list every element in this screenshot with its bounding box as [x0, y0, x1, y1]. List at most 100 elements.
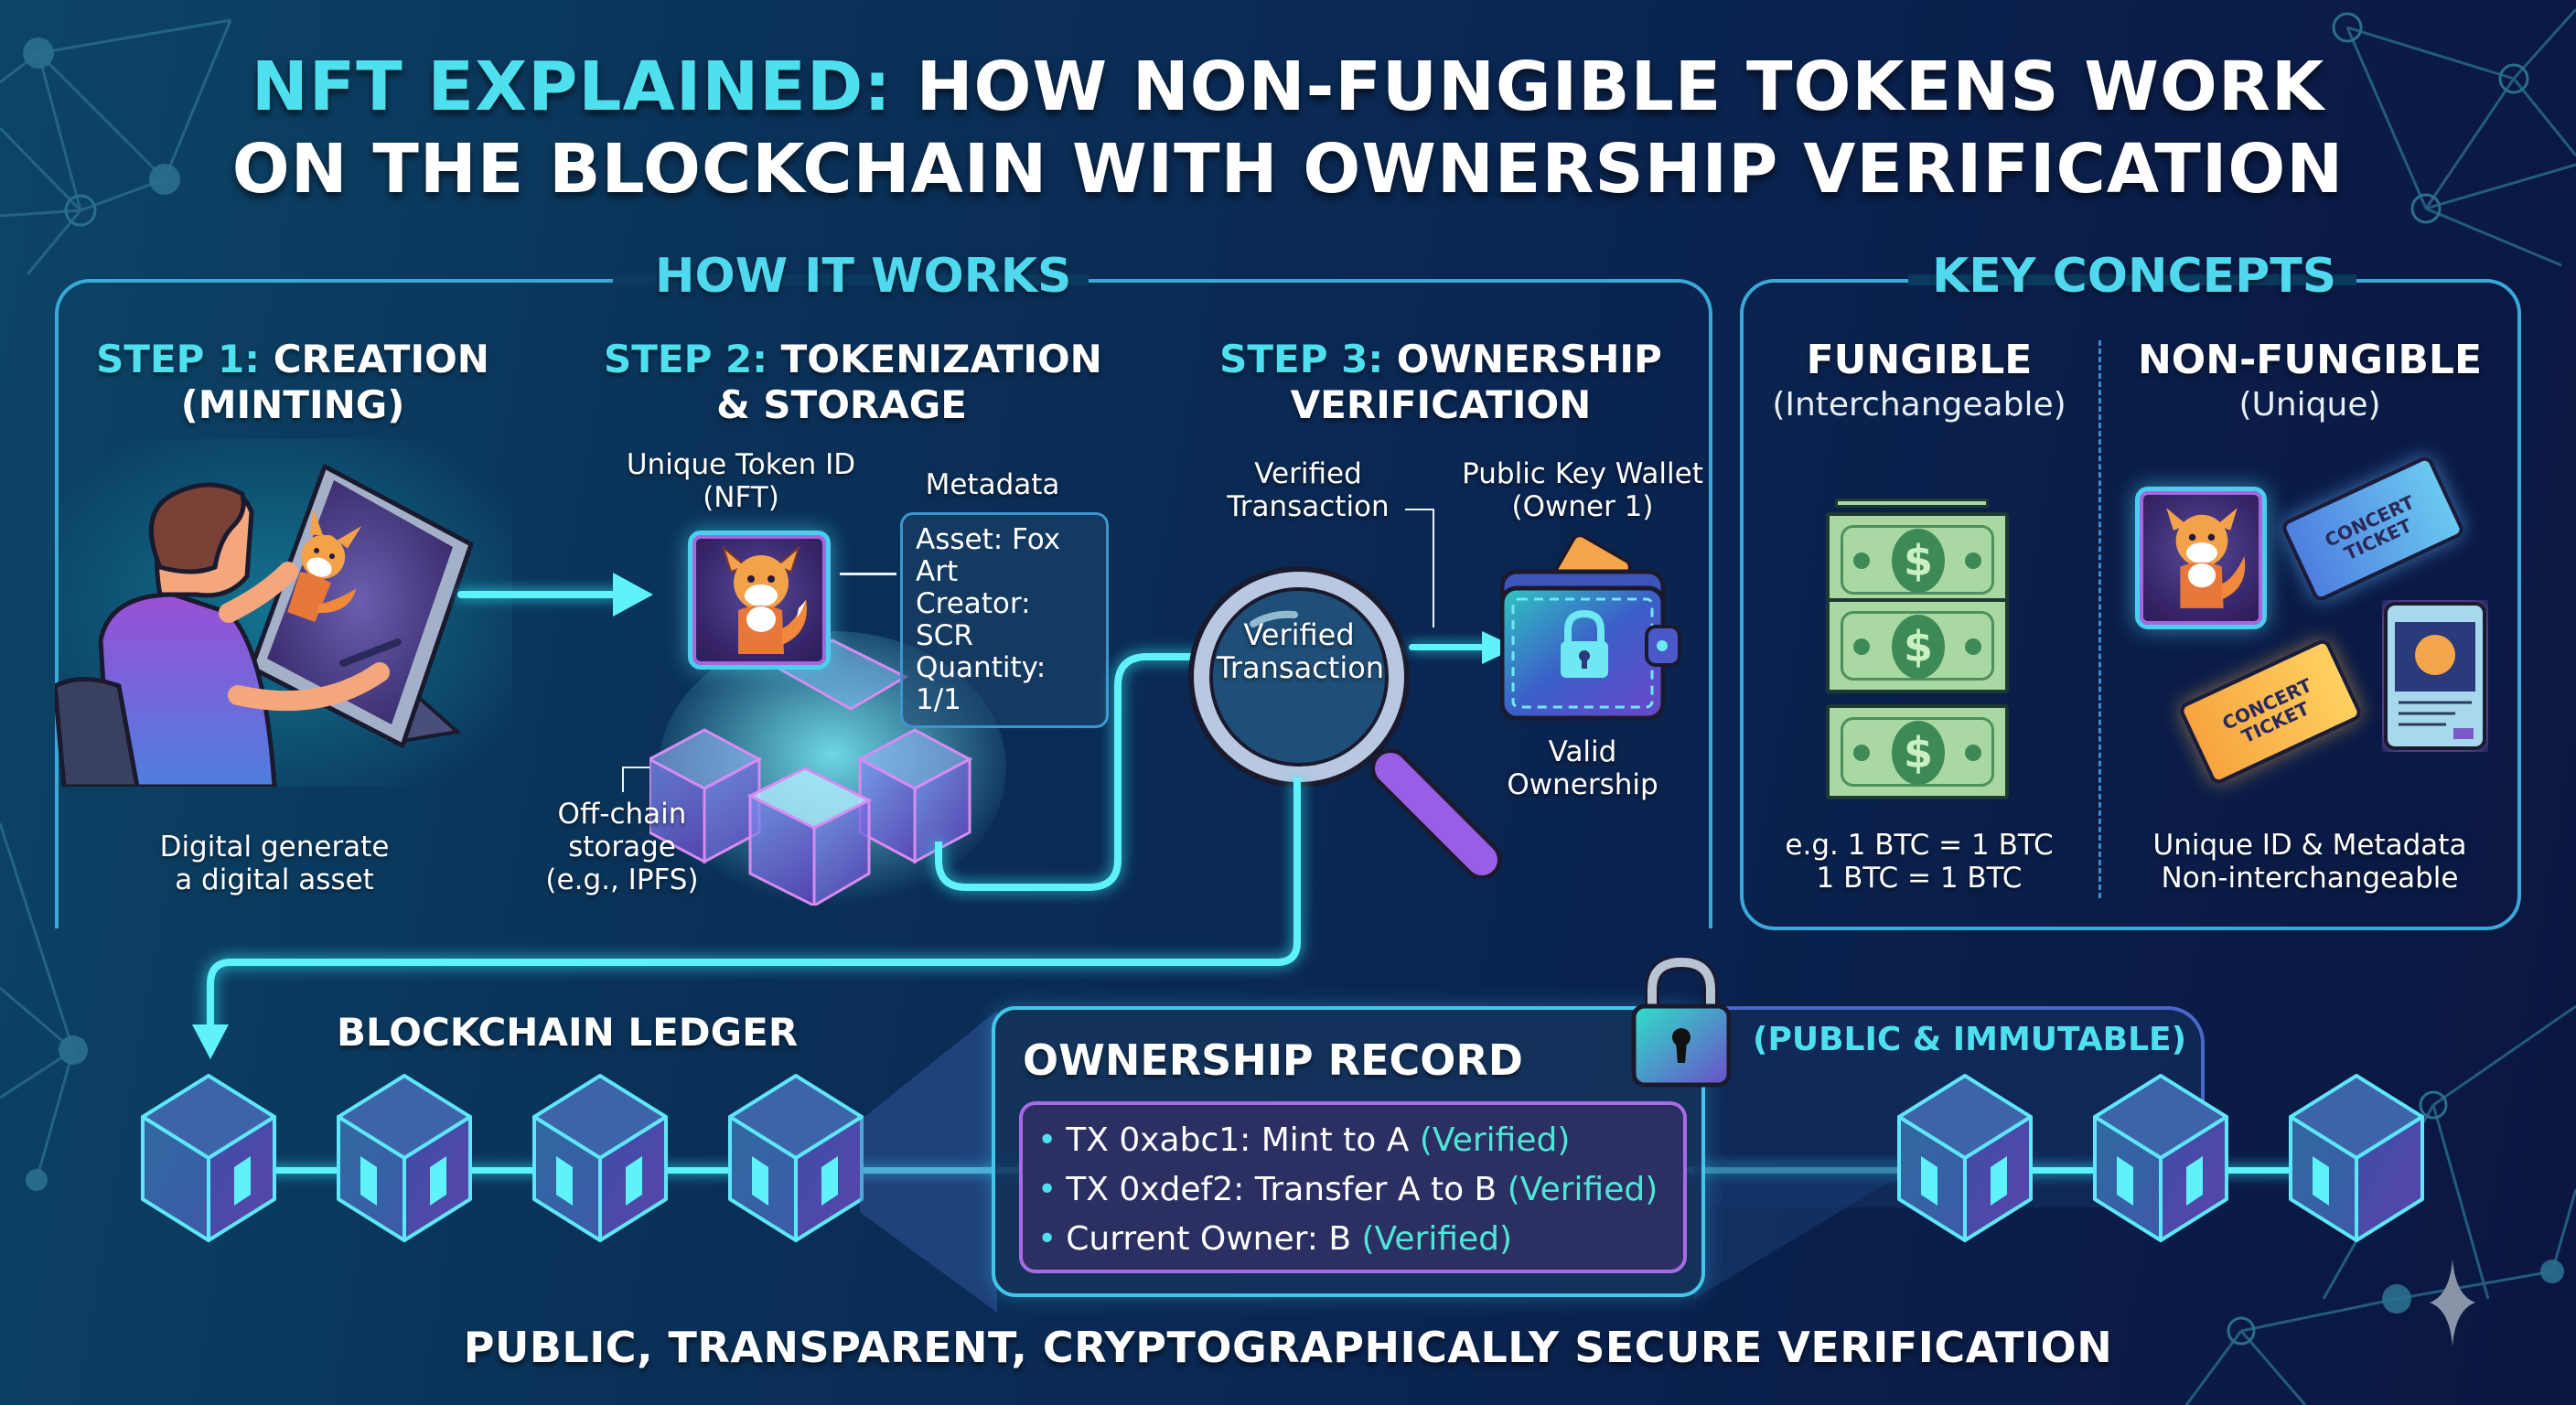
flow-connector-3: [1409, 644, 1491, 650]
artist-drawing-on-tablet-icon: [55, 439, 512, 787]
record-row: •Current Owner: B (Verified): [1023, 1215, 1683, 1264]
dollar-bill-icon: $: [1826, 512, 2009, 607]
fungible-example-line-1: e.g. 1 BTC = 1 BTC: [1785, 829, 2054, 862]
step-3-prefix: STEP 3:: [1219, 337, 1384, 381]
storage-line-2: storage: [568, 831, 676, 863]
step-3-title-line-2: VERIFICATION: [1290, 382, 1592, 427]
non-fungible-caption: Unique ID & Metadata Non-interchangeable: [2113, 829, 2506, 895]
arrow-right-icon-2: [1482, 631, 1517, 664]
valid-line-2: Ownership: [1507, 768, 1658, 801]
storage-line-1: Off-chain: [557, 798, 687, 831]
dollar-sign: $: [1892, 615, 1945, 679]
verified-transaction-label: Verified Transaction: [1198, 457, 1418, 523]
non-fungible-caption-line-1: Unique ID & Metadata: [2152, 829, 2467, 862]
record-row: •TX 0xdef2: Transfer A to B (Verified): [1023, 1165, 1683, 1215]
title-highlight: NFT EXPLAINED:: [251, 48, 892, 126]
title-rest: HOW NON-FUNGIBLE TOKENS WORK: [891, 48, 2325, 126]
ownership-record-title: OWNERSHIP RECORD: [1023, 1035, 1523, 1085]
flow-connector-1: [457, 591, 622, 598]
heading-gap: [613, 274, 1089, 285]
concepts-divider: [2098, 340, 2101, 898]
storage-connector-v: [622, 767, 624, 792]
bill-border: [1841, 611, 1994, 681]
dollar-sign: $: [1892, 721, 1945, 785]
heading-gap-2: [1908, 274, 2356, 285]
record-text: Current Owner: B: [1066, 1220, 1352, 1258]
step-1-title: STEP 1: CREATION (MINTING): [91, 337, 494, 428]
step-2-title-line-2: & STORAGE: [716, 382, 967, 427]
blockchain-blocks-right: [1897, 1074, 2424, 1242]
tx-connector-v: [1433, 509, 1434, 627]
fox-nft-card: [2135, 487, 2267, 629]
fungible-example-line-2: 1 BTC = 1 BTC: [1816, 862, 2023, 895]
fox-icon: [2166, 508, 2246, 608]
bill-dot-left: [1853, 745, 1870, 761]
zoom-projection-right: [1694, 1162, 1923, 1299]
tx-label-line-1: Verified: [1254, 457, 1362, 490]
fox-icon: [722, 545, 807, 654]
verified-status: (Verified): [1507, 1171, 1658, 1208]
bill-dot-right: [1965, 552, 1981, 569]
footer-tagline: PUBLIC, TRANSPARENT, CRYPTOGRAPHICALLY S…: [463, 1323, 2113, 1372]
fungible-title: FUNGIBLE: [1806, 337, 2033, 383]
blockchain-blocks-left: [141, 1074, 864, 1242]
storage-connector-h: [622, 767, 649, 768]
bill-border: [1841, 717, 1994, 787]
key-concepts-heading: KEY CONCEPTS: [1932, 249, 2337, 304]
bullet-icon: •: [1037, 1171, 1057, 1208]
bill-stack-edge: [1835, 499, 1989, 508]
dollar-sign: $: [1892, 529, 1945, 593]
padlock-icon: [1631, 957, 1732, 1088]
verified-status: (Verified): [1419, 1121, 1571, 1159]
bullet-icon: •: [1037, 1121, 1057, 1159]
valid-line-1: Valid: [1548, 735, 1617, 768]
locked-wallet-icon: [1500, 535, 1681, 721]
lens-text: Verified Transaction: [1217, 617, 1384, 684]
bill-dot-right: [1965, 745, 1981, 761]
nft-token-card: [688, 531, 831, 670]
step-2-title-line-1: TOKENIZATION: [767, 337, 1102, 381]
step-1-caption: Digital generate a digital asset: [119, 831, 430, 896]
how-it-works-heading: HOW IT WORKS: [655, 249, 1072, 304]
bill-border: [1841, 525, 1994, 595]
bill-dot-left: [1853, 638, 1870, 655]
arrow-right-icon: [613, 573, 653, 617]
token-id-label: Unique Token ID (NFT): [622, 448, 860, 514]
wallet-label: Public Key Wallet (Owner 1): [1445, 457, 1720, 523]
storage-line-3: (e.g., IPFS): [545, 863, 699, 896]
non-fungible-subtitle: (Unique): [2238, 386, 2381, 424]
wallet-label-line-2: (Owner 1): [1511, 490, 1654, 523]
lens-text-line-1: Verified: [1243, 617, 1355, 652]
metadata-quantity: Quantity: 1/1: [916, 651, 1046, 716]
metadata-asset: Asset: Fox Art: [916, 523, 1061, 588]
zoom-projection: [860, 1011, 997, 1313]
ownership-record-list: •TX 0xabc1: Mint to A (Verified) •TX 0xd…: [1019, 1101, 1687, 1273]
token-id-label-line-2: (NFT): [703, 481, 779, 514]
step-2-prefix: STEP 2:: [604, 337, 768, 381]
flow-connector-to-ledger: [192, 778, 1301, 1059]
step-1-caption-line-2: a digital asset: [175, 863, 374, 896]
metadata-creator: Creator: SCR: [916, 587, 1031, 652]
step-1-title-line-1: CREATION: [260, 337, 489, 381]
tx-label-line-2: Transaction: [1227, 490, 1390, 523]
step-1-caption-line-1: Digital generate: [159, 831, 390, 863]
non-fungible-title: NON-FUNGIBLE: [2137, 337, 2483, 383]
bill-dot-left: [1853, 552, 1870, 569]
flow-connector-2: [935, 653, 1208, 891]
non-fungible-caption-line-2: Non-interchangeable: [2161, 862, 2459, 895]
verified-status: (Verified): [1361, 1220, 1513, 1258]
dollar-bill-icon: $: [1826, 704, 2009, 799]
valid-ownership-label: Valid Ownership: [1482, 735, 1683, 801]
record-row: •TX 0xabc1: Mint to A (Verified): [1023, 1116, 1683, 1165]
off-chain-storage-label: Off-chain storage (e.g., IPFS): [494, 798, 750, 896]
metadata-box: Asset: Fox Art Creator: SCR Quantity: 1/…: [900, 512, 1109, 728]
bullet-icon: •: [1037, 1220, 1057, 1258]
page-title-line-1: NFT EXPLAINED: HOW NON-FUNGIBLE TOKENS W…: [0, 48, 2576, 126]
bill-dot-right: [1965, 638, 1981, 655]
blockchain-ledger-title: BLOCKCHAIN LEDGER: [337, 1010, 799, 1055]
step-1-prefix: STEP 1:: [96, 337, 261, 381]
page-title-line-2: ON THE BLOCKCHAIN WITH OWNERSHIP VERIFIC…: [231, 130, 2345, 209]
step-3-title: STEP 3: OWNERSHIP VERIFICATION: [1180, 337, 1701, 428]
fungible-example: e.g. 1 BTC = 1 BTC 1 BTC = 1 BTC: [1756, 829, 2082, 895]
ownership-record-panel: OWNERSHIP RECORD •TX 0xabc1: Mint to A (…: [992, 1006, 1705, 1297]
